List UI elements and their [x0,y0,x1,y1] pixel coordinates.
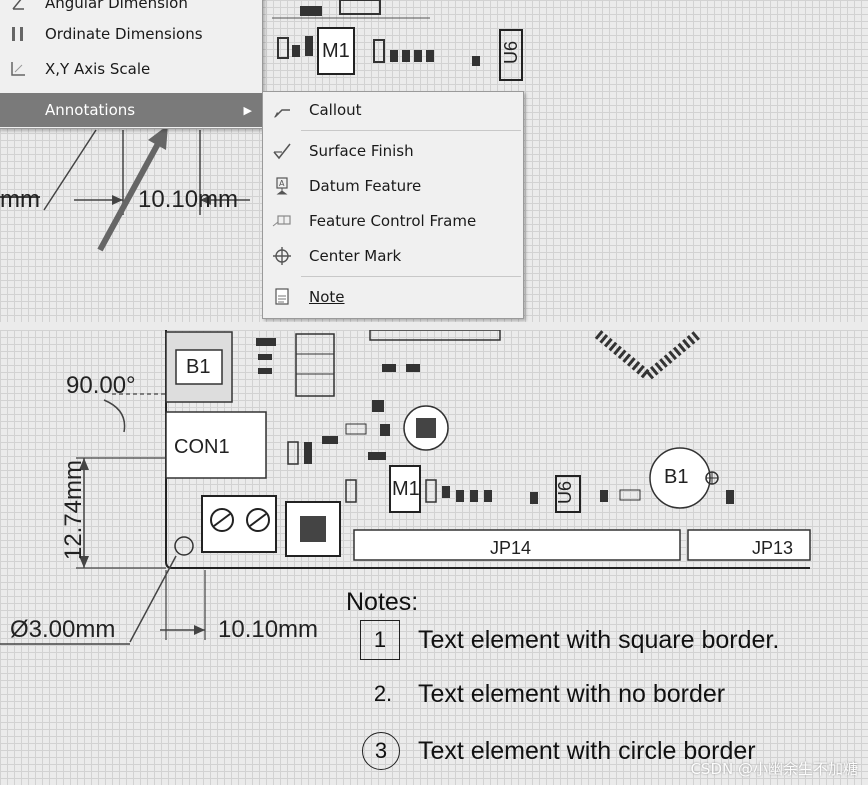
vertical-dimension-text: 12.74mm [60,459,88,561]
menu-item-label: X,Y Axis Scale [45,60,151,78]
notes-block[interactable]: Notes: 1 Text element with square border… [346,586,816,785]
callout-icon [271,99,293,121]
top-dim-right-text: 10.10mm [138,186,239,213]
top-dim-left-text: mm [0,186,40,213]
submenu-item-surface-finish[interactable]: Surface Finish [263,135,523,167]
note-item-circle[interactable]: 3 Text element with circle border [346,732,756,770]
menu-item-label: Ordinate Dimensions [45,25,203,43]
label-b1: B1 [664,466,689,488]
submenu-item-feature-control-frame[interactable]: Feature Control Frame [263,205,523,237]
submenu-item-center-mark[interactable]: Center Mark [263,240,523,272]
label-b1-small: B1 [186,356,211,378]
top-label-u6: U6 [501,40,522,65]
note-icon [271,286,293,308]
note-marker-plain: 2. [373,681,393,706]
feature-control-frame-icon [271,210,293,232]
note-item-square[interactable]: 1 Text element with square border. [346,620,779,660]
diameter-dimension-text: Ø3.00mm [10,616,116,643]
note-item-plain[interactable]: 2. Text element with no border [346,678,725,710]
label-jp14: JP14 [490,538,532,558]
menu-item-angular-dimension[interactable]: Angular Dimension [0,0,262,19]
menu-item-ordinate-dimensions[interactable]: Ordinate Dimensions [0,18,262,50]
submenu-item-datum-feature[interactable]: A Datum Feature [263,170,523,202]
notes-title: Notes: [346,588,419,616]
menu-item-label: Annotations [45,101,136,119]
label-jp13: JP13 [752,538,794,558]
label-u6: U6 [555,480,576,505]
menu-separator [301,130,521,131]
axis-scale-icon [7,58,29,80]
annotations-submenu: Callout Surface Finish A Datum Feature F… [262,91,524,319]
submenu-item-label: Surface Finish [309,142,414,160]
watermark: CSDN @小幽余生不加糖 [690,760,858,778]
label-m1: M1 [392,478,420,500]
ordinate-dimension-icon [7,23,29,45]
menu-item-xy-axis-scale[interactable]: X,Y Axis Scale [0,53,262,85]
surface-finish-icon [271,140,293,162]
note-text: Text element with circle border [418,736,756,765]
top-cad-panel: mm 10.10mm M1 U6 Angular Dimension Ordin… [0,0,868,322]
center-mark-icon [271,245,293,267]
menu-item-label: Angular Dimension [45,0,188,12]
datum-feature-icon: A [271,175,293,197]
submenu-item-label: Note [309,288,345,306]
submenu-item-callout[interactable]: Callout [263,94,523,126]
menu-separator [301,276,521,277]
top-dimension-drawing [0,0,523,252]
note-marker-circle: 3 [362,732,400,770]
top-label-m1: M1 [322,40,350,62]
label-con1: CON1 [174,436,230,458]
bottom-pcb-drawing [0,330,811,645]
angular-dimension-icon [7,0,29,14]
submenu-item-label: Center Mark [309,247,402,265]
horizontal-dimension-text: 10.10mm [218,616,319,643]
submenu-item-label: Datum Feature [309,177,422,195]
submenu-item-note[interactable]: Note [263,281,523,313]
submenu-item-label: Callout [309,101,362,119]
svg-text:A: A [279,179,285,188]
submenu-item-label: Feature Control Frame [309,212,477,230]
note-text: Text element with square border. [418,625,780,654]
dimension-context-menu: Angular Dimension Ordinate Dimensions X,… [0,0,263,129]
angle-dimension-text: 90.00° [66,372,136,399]
bottom-cad-panel: 90.00° 12.74mm Ø3.00mm 10.10mm B1 CON1 M… [0,330,868,785]
submenu-arrow-icon: ▶ [243,103,252,117]
note-text: Text element with no border [418,679,726,708]
menu-item-annotations[interactable]: Annotations ▶ [0,93,262,127]
note-marker-square: 1 [360,620,400,660]
